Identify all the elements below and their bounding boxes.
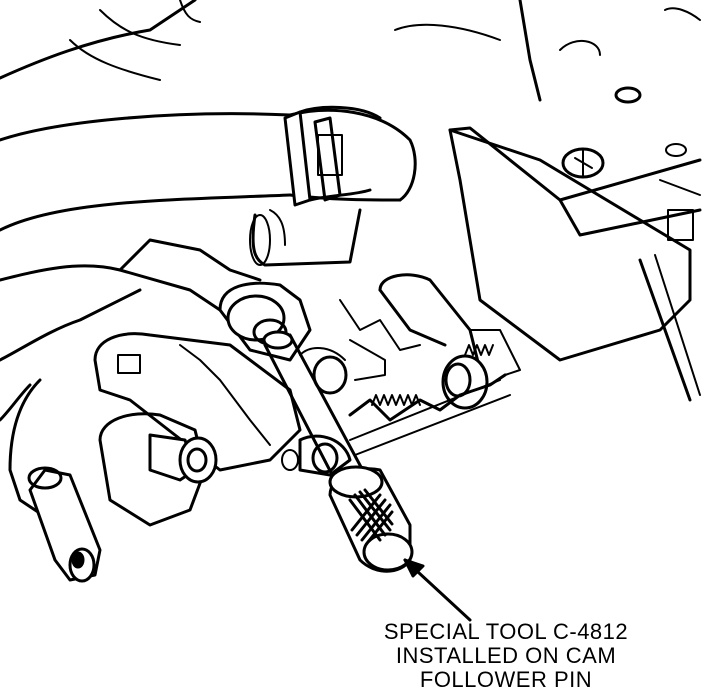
callout-label: SPECIAL TOOL C-4812 INSTALLED ON CAM FOL… — [356, 620, 656, 692]
callout-line-2: INSTALLED ON CAM — [395, 643, 617, 668]
callout-line-1: SPECIAL TOOL C-4812 — [383, 619, 629, 644]
callout-line-3: FOLLOWER PIN — [419, 667, 593, 692]
